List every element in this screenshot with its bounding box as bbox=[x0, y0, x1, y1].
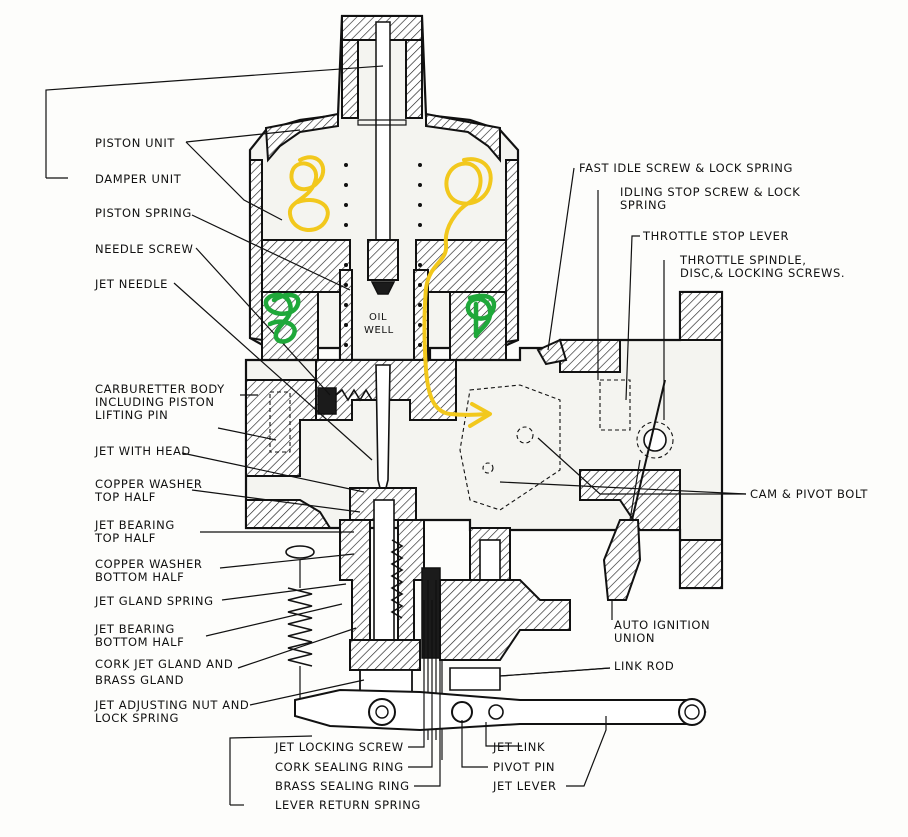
label-jet-lever: JET LEVER bbox=[492, 779, 557, 793]
label-copper-washer-top-1: COPPER WASHER bbox=[95, 477, 202, 491]
label-cork-gland-2: BRASS GLAND bbox=[95, 673, 184, 687]
label-needle-screw: NEEDLE SCREW bbox=[95, 242, 193, 256]
label-oil-well-1: OIL bbox=[369, 312, 387, 323]
label-auto-ignition-1: AUTO IGNITION bbox=[614, 618, 710, 632]
label-jet-needle: JET NEEDLE bbox=[94, 277, 168, 291]
label-throttle-spindle-1: THROTTLE SPINDLE, bbox=[679, 253, 807, 267]
lever-return-spring bbox=[285, 545, 315, 712]
label-piston-unit: PISTON UNIT bbox=[95, 136, 175, 150]
label-jet-bearing-top-1: JET BEARING bbox=[94, 518, 175, 532]
label-jet-gland-spring: JET GLAND SPRING bbox=[94, 594, 214, 608]
label-jet-bearing-top-2: TOP HALF bbox=[94, 531, 156, 545]
label-copper-washer-bottom-2: BOTTOM HALF bbox=[95, 570, 184, 584]
label-throttle-spindle-2: DISC,& LOCKING SCREWS. bbox=[680, 266, 845, 280]
label-throttle-stop: THROTTLE STOP LEVER bbox=[642, 229, 789, 243]
label-carb-body-3: LIFTING PIN bbox=[95, 408, 168, 422]
auto-ignition-union bbox=[602, 459, 642, 601]
label-lever-return-spring: LEVER RETURN SPRING bbox=[275, 798, 421, 812]
label-cork-sealing-ring: CORK SEALING RING bbox=[275, 760, 404, 774]
needle-screw bbox=[317, 387, 373, 415]
label-jet-adjusting-2: LOCK SPRING bbox=[95, 711, 179, 725]
label-carb-body-1: CARBURETTER BODY bbox=[95, 382, 225, 396]
label-pivot-pin: PIVOT PIN bbox=[493, 760, 555, 774]
leader-lines bbox=[45, 65, 747, 806]
green-annotation bbox=[263, 292, 497, 344]
label-brass-sealing-ring: BRASS SEALING RING bbox=[275, 779, 410, 793]
labels: PISTON UNIT DAMPER UNIT PISTON SPRING NE… bbox=[94, 136, 868, 812]
label-copper-washer-top-2: TOP HALF bbox=[94, 490, 156, 504]
jet-needle bbox=[375, 364, 391, 501]
label-jet-adjusting-1: JET ADJUSTING NUT AND bbox=[94, 698, 249, 712]
label-copper-washer-bottom-1: COPPER WASHER bbox=[95, 557, 202, 571]
jet-lever bbox=[294, 667, 707, 732]
label-oil-well-2: WELL bbox=[364, 325, 394, 336]
label-cork-gland-1: CORK JET GLAND AND bbox=[95, 657, 233, 671]
label-jet-link: JET LINK bbox=[492, 740, 545, 754]
label-fast-idle: FAST IDLE SCREW & LOCK SPRING bbox=[579, 161, 793, 175]
yellow-annotation bbox=[288, 155, 493, 428]
label-idling-stop-2: SPRING bbox=[620, 198, 667, 212]
label-auto-ignition-2: UNION bbox=[614, 631, 655, 645]
throttle-spindle bbox=[631, 379, 666, 521]
label-idling-stop-1: IDLING STOP SCREW & LOCK bbox=[620, 185, 800, 199]
damper-rod bbox=[357, 21, 407, 295]
label-jet-locking-screw: JET LOCKING SCREW bbox=[274, 740, 404, 754]
label-link-rod: LINK ROD bbox=[614, 659, 674, 673]
label-jet-bearing-bottom-1: JET BEARING bbox=[94, 622, 175, 636]
piston-spring bbox=[344, 163, 422, 347]
label-jet-with-head: JET WITH HEAD bbox=[94, 444, 191, 458]
label-piston-spring: PISTON SPRING bbox=[95, 206, 192, 220]
label-jet-bearing-bottom-2: BOTTOM HALF bbox=[95, 635, 184, 649]
label-carb-body-2: INCLUDING PISTON bbox=[95, 395, 215, 409]
label-cam-pivot: CAM & PIVOT BOLT bbox=[750, 487, 868, 501]
label-damper-unit: DAMPER UNIT bbox=[95, 172, 182, 186]
pivot-bolt-housing bbox=[439, 527, 571, 661]
